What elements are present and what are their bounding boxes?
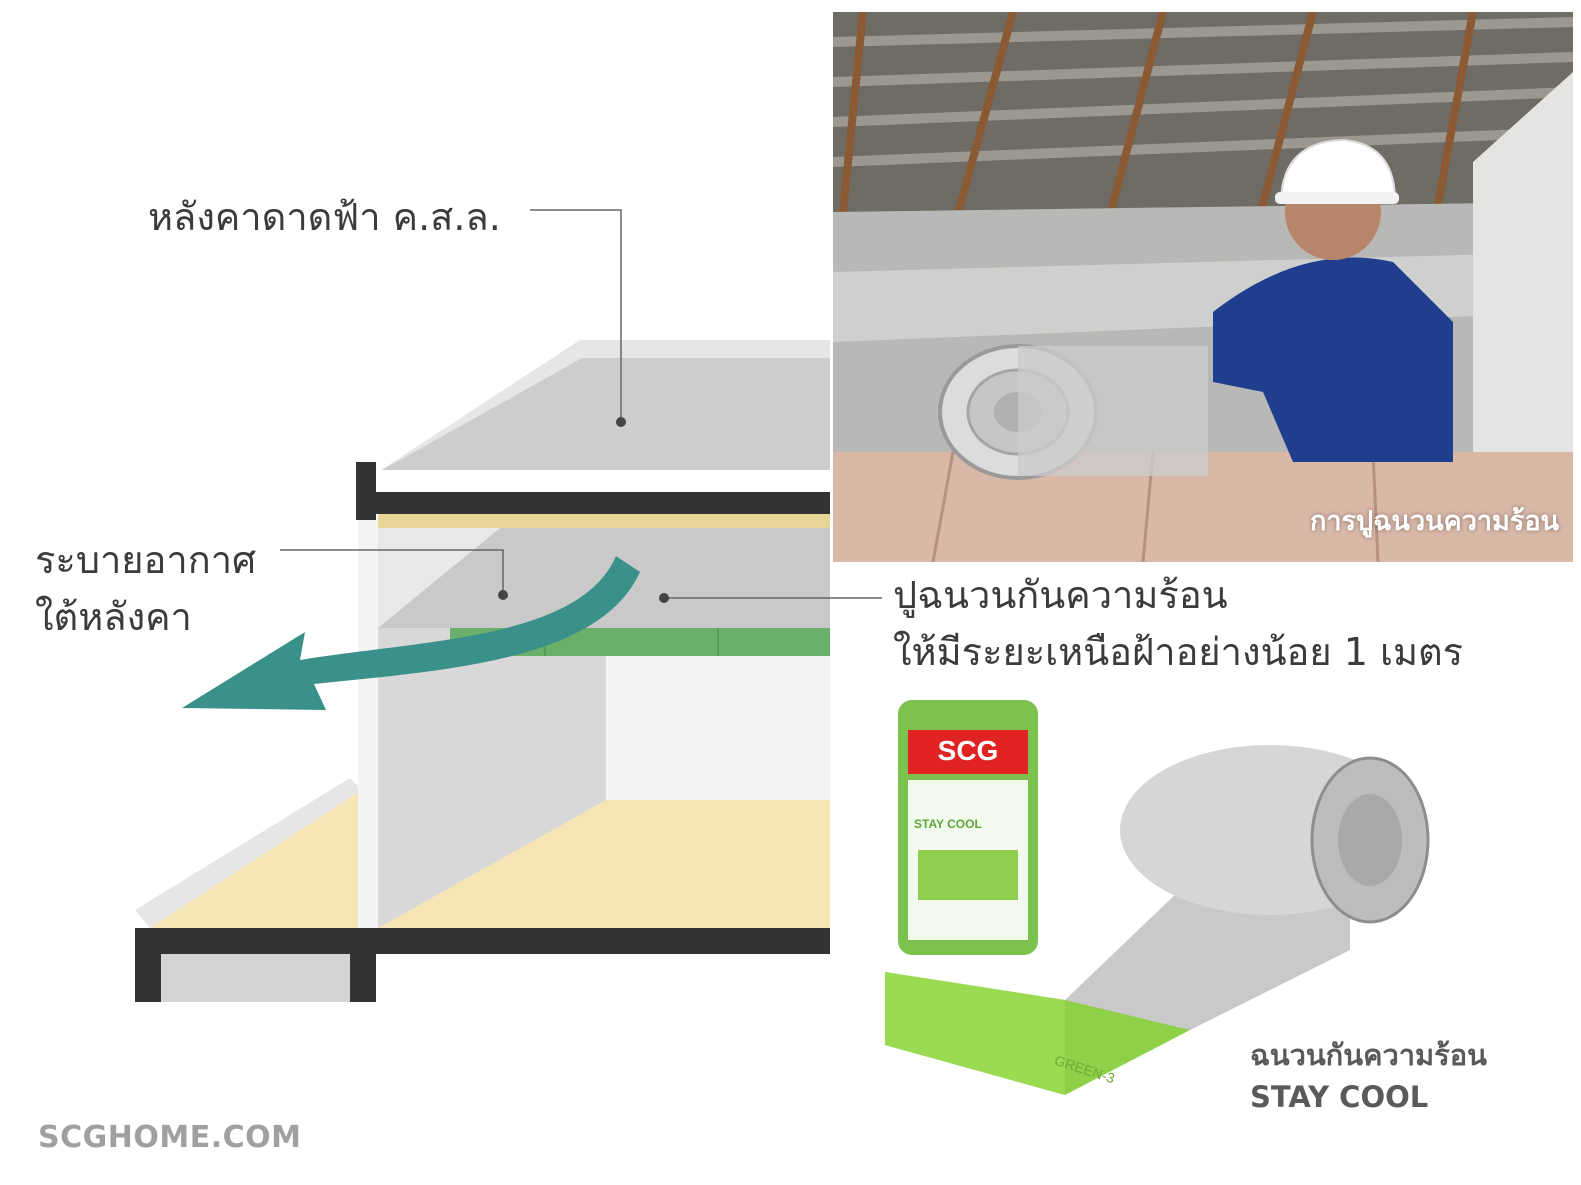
- roof-leader-line: [530, 209, 622, 422]
- installation-photo: การปูฉนวนความร้อน: [833, 12, 1573, 562]
- floor: [378, 800, 830, 928]
- curved-arrow-icon: [182, 556, 640, 710]
- scg-logo-icon: SCG: [938, 735, 999, 766]
- photo-caption: การปูฉนวนความร้อน: [1310, 506, 1559, 537]
- wall-column: [358, 520, 378, 930]
- insulation-label: ปูฉนวนกันความร้อน ให้มีระยะเหนือฝ้าอย่าง…: [893, 567, 1463, 681]
- roof-deck-label: หลังคาดาดฟ้า ค.ส.ล.: [148, 195, 501, 239]
- roof-slab-face: [382, 358, 830, 470]
- ventilation-label-line2: ใต้หลังคา: [35, 595, 192, 639]
- insulation-label-line2: ให้มีระยะเหนือฝ้าอย่างน้อย 1 เมตร: [893, 630, 1464, 674]
- product-label-line2: STAY COOL: [1250, 1080, 1429, 1114]
- roof-underlayer: [378, 514, 830, 528]
- product-image: SCG STAY COOL GREEN-3: [885, 700, 1430, 1095]
- floor-slab: [135, 928, 830, 954]
- product-label: ฉนวนกันความร้อน STAY COOL: [1250, 1034, 1487, 1118]
- roof-section-diagram: [135, 209, 830, 1002]
- ventilation-label: ระบายอากาศ ใต้หลังคา: [35, 532, 256, 646]
- product-label-line1: ฉนวนกันความร้อน: [1250, 1038, 1487, 1072]
- ventilation-label-line1: ระบายอากาศ: [35, 538, 257, 582]
- insulation-label-line1: ปูฉนวนกันความร้อน: [893, 573, 1228, 617]
- insulation-leader-extension: [830, 597, 882, 599]
- svg-text:STAY COOL: STAY COOL: [914, 817, 982, 831]
- brand-site-label: SCGHOME.COM: [38, 1120, 302, 1155]
- vent-leader-line: [280, 549, 504, 595]
